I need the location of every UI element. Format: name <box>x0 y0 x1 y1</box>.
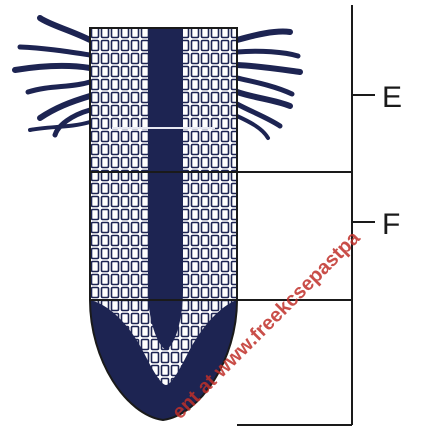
label-e-group: E <box>352 81 402 114</box>
label-e: E <box>382 81 402 114</box>
root-hairs-left <box>15 18 90 135</box>
root-hairs-right <box>237 32 300 138</box>
label-f: F <box>382 208 400 241</box>
label-f-group: F <box>352 208 400 241</box>
